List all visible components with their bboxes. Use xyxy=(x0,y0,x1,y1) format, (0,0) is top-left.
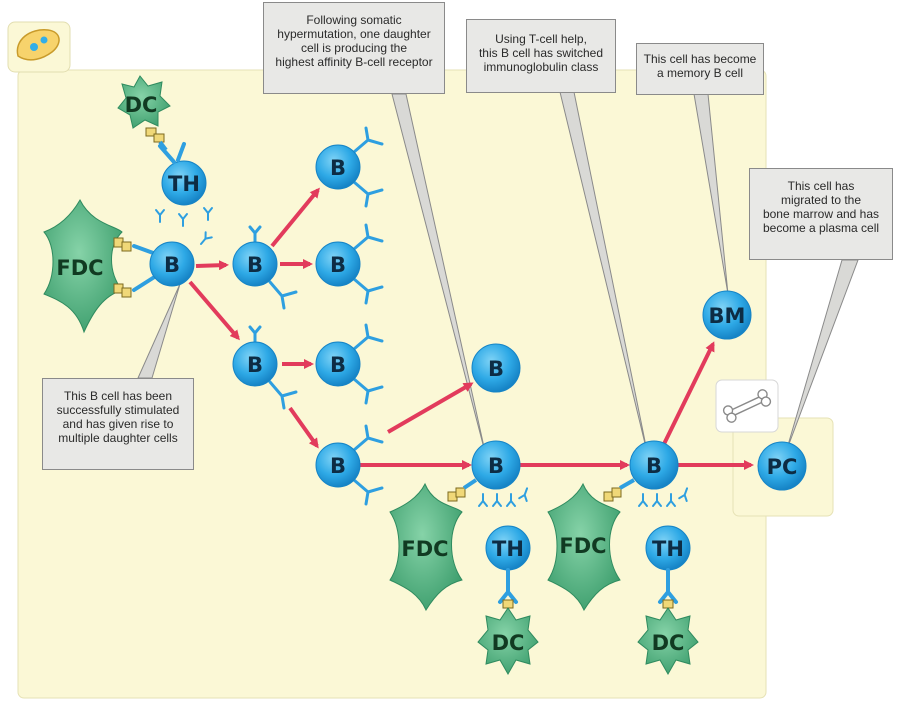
callout-stimulated-line: multiple daughter cells xyxy=(58,431,178,445)
th-cell-mid: TH xyxy=(485,525,531,604)
b-cell-origin: B xyxy=(132,241,195,292)
callout-hypermutation-line: Following somatic xyxy=(306,13,402,27)
b-cell-switched: B xyxy=(629,440,679,490)
dc-cell-right: DC xyxy=(637,599,699,676)
b-gen1-top-label: B xyxy=(247,253,263,277)
callout-memory: This cell has become a memory B cell xyxy=(636,43,764,95)
b-cell-lower-mid: B xyxy=(315,424,384,506)
pc-label: PC xyxy=(767,455,798,479)
th-top-label: TH xyxy=(168,172,200,196)
fdc-cell-right: FDC xyxy=(547,482,621,612)
dc-top-label: DC xyxy=(125,93,158,117)
b-cell-gen2-c: B xyxy=(315,323,384,405)
callout-hypermutation: Following somatic hypermutation, one dau… xyxy=(263,2,445,94)
arrow-switched-to-bm xyxy=(662,341,715,445)
pc-cell: PC xyxy=(757,441,807,491)
b-cell-gen2-a: B xyxy=(315,126,384,208)
arrow-origin-to-gen1-bottom xyxy=(188,280,240,341)
b-gen1-bottom-label: B xyxy=(247,353,263,377)
bm-cell: BM xyxy=(702,290,752,340)
b-small-loose-label: B xyxy=(488,357,504,381)
callout-plasma-line: bone marrow and has xyxy=(762,207,880,221)
th-right-label: TH xyxy=(652,537,684,561)
callout-plasma-line: migrated to the xyxy=(780,193,862,207)
callout-plasma-line: This cell has xyxy=(787,179,855,193)
b-gen2-a-label: B xyxy=(330,156,346,180)
b-selected-label: B xyxy=(488,454,504,478)
b-cell-gen2-b: B xyxy=(315,223,384,305)
callout-stimulated: This B cell has been successfully stimul… xyxy=(42,378,194,470)
b-cell-loose: B xyxy=(471,343,521,393)
callout-hypermutation-line: cell is producing the xyxy=(300,41,408,55)
bone-icon xyxy=(715,379,779,433)
callout-class-switch-line: immunoglobulin class xyxy=(483,60,599,74)
fdc-contact-right xyxy=(603,478,635,502)
bm-label: BM xyxy=(709,304,746,328)
b-cell-gen1-top: B xyxy=(232,225,298,310)
mhc-contact-top xyxy=(145,127,168,152)
callout-plasma-line: become a plasma cell xyxy=(762,221,880,235)
callout-memory-line: This cell has become xyxy=(643,52,757,66)
fdc-contact-mid xyxy=(447,478,478,502)
fdc-left-label: FDC xyxy=(56,256,103,280)
callout-stimulated-line: This B cell has been xyxy=(63,389,173,403)
callout-hypermutation-line: highest affinity B-cell receptor xyxy=(275,55,433,69)
arrow-origin-to-gen1-top xyxy=(195,260,229,271)
b-origin-label: B xyxy=(164,253,180,277)
b-gen2-c-label: B xyxy=(330,353,346,377)
callout-class-switch-line: this B cell has switched xyxy=(478,46,604,60)
differentiation-arrows xyxy=(188,187,754,470)
dc-cell-mid: DC xyxy=(477,599,539,676)
callout-hypermutation-line: hypermutation, one daughter xyxy=(277,27,431,41)
b-switched-label: B xyxy=(646,454,662,478)
b-cell-gen1-bottom: B xyxy=(232,325,298,410)
dc-cell-top: DC xyxy=(117,75,171,129)
callout-class-switch-line: Using T-cell help, xyxy=(495,32,587,46)
dc-right-label: DC xyxy=(652,631,685,655)
fdc-cell-mid: FDC xyxy=(389,482,463,612)
fdc-receptor-contacts-left xyxy=(113,237,132,298)
th-mid-label: TH xyxy=(492,537,524,561)
lymph-node-icon xyxy=(7,21,71,73)
th-cell-top: TH xyxy=(158,142,207,206)
callout-memory-line: a memory B cell xyxy=(656,66,744,80)
callout-stimulated-line: successfully stimulated xyxy=(56,403,180,417)
fdc-right-label: FDC xyxy=(559,534,606,558)
callout-class-switch: Using T-cell help, this B cell has switc… xyxy=(466,19,616,93)
b-lower-mid-label: B xyxy=(330,454,346,478)
callout-pointers xyxy=(137,91,859,457)
b-gen2-b-label: B xyxy=(330,253,346,277)
arrow-gen1bottom-to-lower xyxy=(288,406,319,449)
th-cell-right: TH xyxy=(645,525,691,604)
arrow-gen1top-to-gen2a xyxy=(270,187,320,248)
fdc-cell-left: FDC xyxy=(43,198,123,334)
arrow-lower-to-loose xyxy=(386,382,474,434)
fdc-mid-label: FDC xyxy=(401,537,448,561)
callout-stimulated-line: and has given rise to xyxy=(62,417,174,431)
callout-plasma: This cell has migrated to the bone marro… xyxy=(749,168,893,260)
dc-mid-label: DC xyxy=(492,631,525,655)
b-cell-selected: B xyxy=(471,440,521,490)
